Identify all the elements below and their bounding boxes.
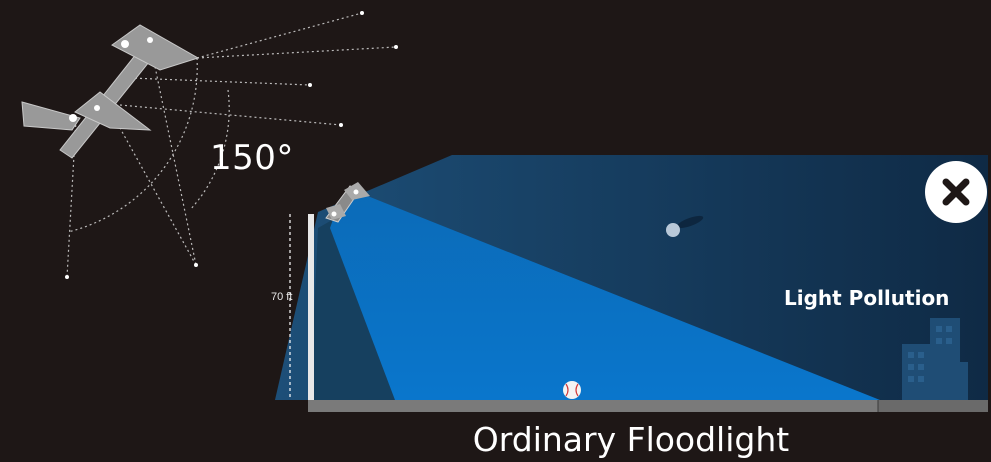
floodlight-fixture-icon <box>325 182 370 223</box>
main-beam <box>330 193 880 400</box>
flying-baseball-icon <box>666 215 704 237</box>
baseball-icon <box>563 381 581 399</box>
beam-angle-label: 150° <box>210 138 294 178</box>
floodlight-angle-illustration <box>21 11 398 279</box>
close-x-icon <box>925 161 987 223</box>
ground-field <box>308 400 878 412</box>
light-pole <box>308 214 314 400</box>
ground-offsite <box>878 400 988 412</box>
building-icon <box>902 318 968 400</box>
diagram-caption: Ordinary Floodlight <box>472 420 790 459</box>
pole-height-label: 70 ft <box>271 291 293 303</box>
light-pollution-label: Light Pollution <box>784 286 950 310</box>
pole-shadow-region <box>310 220 395 400</box>
